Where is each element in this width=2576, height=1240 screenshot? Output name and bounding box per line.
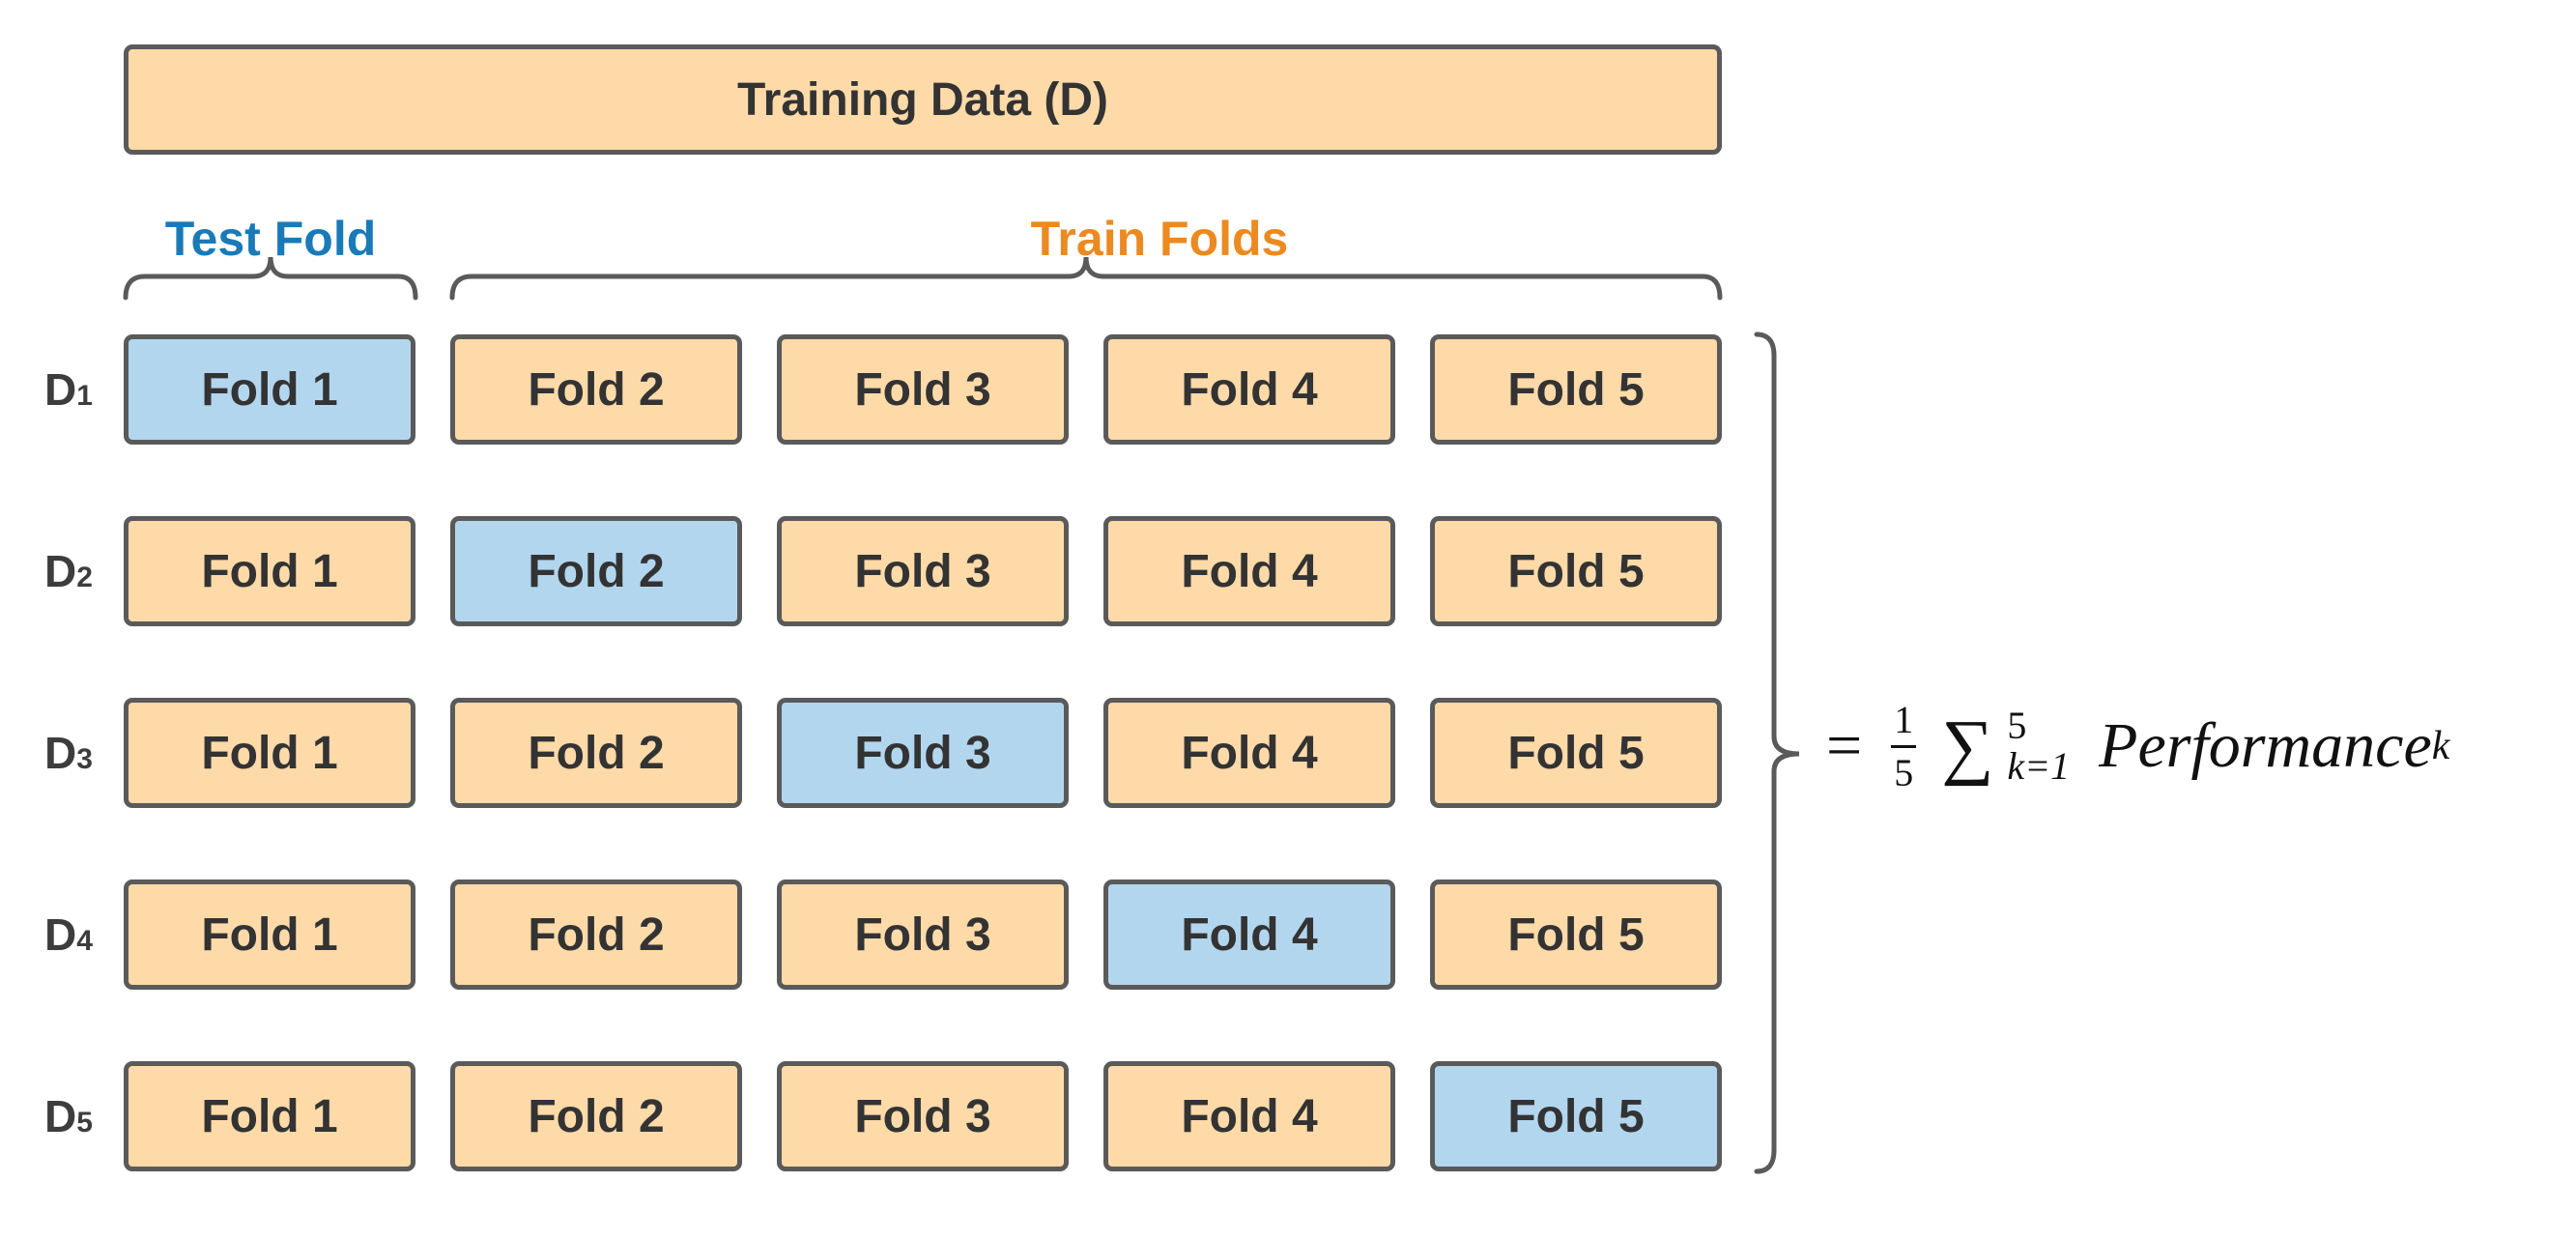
- row-label-letter: D: [44, 1091, 77, 1141]
- row-label-subscript: 2: [76, 562, 93, 593]
- train-fold-box: Fold 5: [1430, 698, 1722, 808]
- train-fold-box: Fold 2: [450, 334, 742, 445]
- summation-lower-limit: k=1: [2007, 744, 2071, 788]
- fold-label: Fold 3: [854, 908, 991, 961]
- fold-label: Fold 1: [201, 545, 338, 597]
- train-fold-box: Fold 3: [777, 880, 1069, 990]
- row-label-d2: D2: [44, 545, 106, 597]
- train-fold-box: Fold 2: [450, 1061, 742, 1171]
- test-fold-label: Test Fold: [58, 211, 483, 267]
- performance-term: Performance: [2099, 710, 2432, 781]
- train-fold-box: Fold 3: [777, 334, 1069, 445]
- test-fold-brace: [123, 256, 418, 301]
- test-fold-label-word1: Test: [164, 212, 261, 266]
- average-performance-formula: = 1 5 ∑ 5 k=1 Performance k: [1826, 692, 2449, 800]
- row-label-d1: D1: [44, 363, 106, 416]
- row-label-subscript: 4: [76, 925, 93, 957]
- train-fold-box: Fold 5: [1430, 334, 1722, 445]
- fraction-numerator: 1: [1894, 697, 1914, 741]
- row-label-subscript: 5: [76, 1107, 93, 1139]
- train-fold-box: Fold 4: [1103, 1061, 1395, 1171]
- fold-label: Fold 2: [528, 727, 665, 779]
- test-fold-box: Fold 5: [1430, 1061, 1722, 1171]
- results-brace: [1754, 332, 1800, 1174]
- fraction: 1 5: [1891, 697, 1917, 794]
- row-label-d5: D5: [44, 1090, 106, 1142]
- train-folds-label: Train Folds: [676, 211, 1643, 267]
- train-fold-box: Fold 4: [1103, 516, 1395, 626]
- row-label-d4: D4: [44, 908, 106, 961]
- train-fold-box: Fold 2: [450, 880, 742, 990]
- fold-label: Fold 5: [1507, 727, 1645, 779]
- test-fold-label-word2: Fold: [273, 212, 377, 266]
- train-fold-box: Fold 4: [1103, 698, 1395, 808]
- row-label-subscript: 3: [76, 743, 93, 775]
- train-fold-box: Fold 3: [777, 516, 1069, 626]
- train-fold-box: Fold 5: [1430, 516, 1722, 626]
- fold-label: Fold 1: [201, 363, 338, 416]
- row-label-letter: D: [44, 364, 77, 415]
- fold-label: Fold 4: [1181, 908, 1318, 961]
- fold-label: Fold 5: [1507, 545, 1645, 597]
- row-label-d3: D3: [44, 727, 106, 779]
- fold-label: Fold 5: [1507, 363, 1645, 416]
- train-fold-box: Fold 2: [450, 698, 742, 808]
- test-fold-box: Fold 4: [1103, 880, 1395, 990]
- row-label-subscript: 1: [76, 380, 93, 412]
- train-fold-box: Fold 1: [124, 698, 415, 808]
- fold-label: Fold 1: [201, 908, 338, 961]
- fold-label: Fold 4: [1181, 727, 1318, 779]
- fold-label: Fold 5: [1507, 908, 1645, 961]
- fraction-denominator: 5: [1894, 750, 1914, 794]
- fold-label: Fold 3: [854, 545, 991, 597]
- test-fold-box: Fold 3: [777, 698, 1069, 808]
- row-label-letter: D: [44, 909, 77, 960]
- row-label-letter: D: [44, 728, 77, 778]
- summation-limits: 5 k=1: [2007, 706, 2070, 787]
- train-fold-box: Fold 4: [1103, 334, 1395, 445]
- train-folds-label-word2: Folds: [1159, 212, 1289, 266]
- train-fold-box: Fold 3: [777, 1061, 1069, 1171]
- test-fold-box: Fold 2: [450, 516, 742, 626]
- row-label-letter: D: [44, 546, 77, 596]
- fold-label: Fold 2: [528, 363, 665, 416]
- training-data-bar: Training Data (D): [124, 44, 1722, 155]
- fold-label: Fold 3: [854, 363, 991, 416]
- fold-label: Fold 3: [854, 1090, 991, 1142]
- train-fold-box: Fold 1: [124, 516, 415, 626]
- train-folds-brace: [449, 256, 1723, 301]
- fold-label: Fold 2: [528, 545, 665, 597]
- train-fold-box: Fold 5: [1430, 880, 1722, 990]
- summation-symbol: ∑: [1941, 705, 1994, 787]
- training-data-label: Training Data (D): [736, 73, 1109, 126]
- fold-label: Fold 1: [201, 1090, 338, 1142]
- fold-label: Fold 3: [854, 727, 991, 779]
- fold-label: Fold 4: [1181, 1090, 1318, 1142]
- fraction-bar: [1891, 744, 1917, 748]
- fold-label: Fold 5: [1507, 1090, 1645, 1142]
- train-fold-box: Fold 1: [124, 1061, 415, 1171]
- fold-label: Fold 2: [528, 908, 665, 961]
- summation-upper-limit: 5: [2007, 704, 2027, 747]
- performance-subscript: k: [2431, 724, 2450, 768]
- test-fold-box: Fold 1: [124, 334, 415, 445]
- fold-label: Fold 4: [1181, 363, 1318, 416]
- fold-label: Fold 1: [201, 727, 338, 779]
- fold-label: Fold 4: [1181, 545, 1318, 597]
- equals-sign: =: [1826, 710, 1863, 781]
- fold-label: Fold 2: [528, 1090, 665, 1142]
- train-fold-box: Fold 1: [124, 880, 415, 990]
- train-folds-label-word1: Train: [1030, 212, 1147, 266]
